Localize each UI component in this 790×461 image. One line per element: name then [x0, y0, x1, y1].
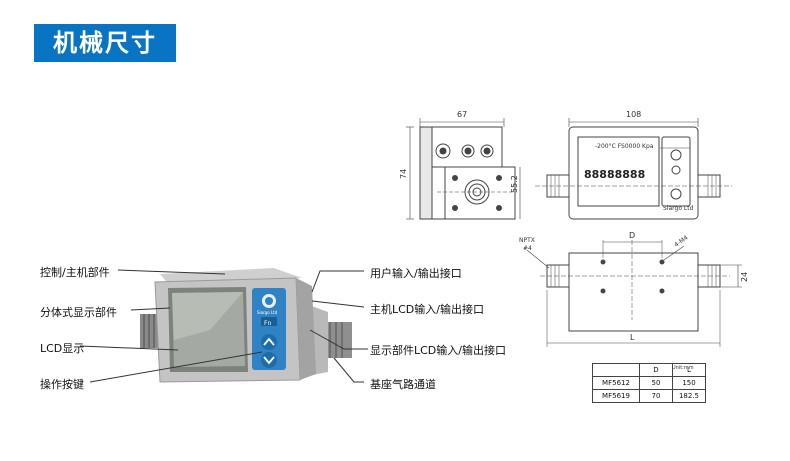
- thread-label: NPTX: [519, 237, 535, 244]
- fn-button-label: Fn: [264, 320, 271, 327]
- callout-user-io: 用户输入/输出接口: [370, 267, 462, 280]
- table-row: MF5612 50 150: [592, 376, 706, 390]
- panel-brand: Siargo Ltd: [663, 205, 694, 212]
- device-brand-text: Siargo Ltd: [257, 310, 278, 315]
- callout-main-lcd-io: 主机LCD输入/输出接口: [370, 303, 484, 316]
- callout-split-display: 分体式显示部件: [40, 306, 117, 319]
- side-view-drawing: [406, 118, 521, 220]
- dim-side-inner: 55.2: [510, 175, 519, 193]
- panel-line-1: -200°C FS0000 Kpa: [595, 143, 654, 150]
- table-row: MF5619 70 182.5: [592, 389, 706, 403]
- spec-table: D L MF5612 50 150 MF5619 70 182.5: [592, 363, 706, 403]
- table-cell: MF5612: [592, 376, 640, 390]
- table-cell: MF5619: [592, 389, 640, 403]
- table-header-cell: D: [639, 363, 673, 377]
- dim-l: L: [630, 333, 635, 342]
- dim-side-height: 74: [399, 169, 408, 179]
- table-header-cell: [592, 363, 640, 377]
- table-cell: 150: [672, 376, 706, 390]
- callout-display-lcd-io: 显示部件LCD输入/输出接口: [370, 344, 506, 357]
- hole-label: 4-M4: [673, 234, 689, 248]
- callout-operation-buttons: 操作按键: [40, 378, 84, 391]
- dim-front-width: 108: [626, 110, 641, 119]
- callout-lcd-display: LCD显示: [40, 342, 85, 355]
- callout-base-channel: 基座气路通道: [370, 378, 436, 391]
- dim-side-width: 67: [457, 110, 467, 119]
- dim-d: D: [629, 231, 635, 240]
- panel-digits: 88888888: [584, 168, 645, 181]
- table-cell: 182.5: [672, 389, 706, 403]
- page-title: 机械尺寸: [34, 24, 176, 62]
- front-view-drawing: [535, 118, 732, 220]
- callout-leaders: [79, 269, 368, 383]
- callout-control-board: 控制/主机部件: [40, 266, 110, 279]
- thread-sub-label: #4: [523, 245, 532, 252]
- table-cell: 50: [639, 376, 673, 390]
- table-header-cell: L: [672, 363, 706, 377]
- dim-24: 24: [740, 272, 749, 282]
- spec-table-wrap: D L MF5612 50 150 MF5619 70 182.5: [592, 363, 706, 403]
- table-cell: 70: [639, 389, 673, 403]
- bottom-view-drawing: [526, 240, 742, 347]
- table-header-row: D L: [592, 363, 706, 377]
- device-photo: [140, 268, 352, 383]
